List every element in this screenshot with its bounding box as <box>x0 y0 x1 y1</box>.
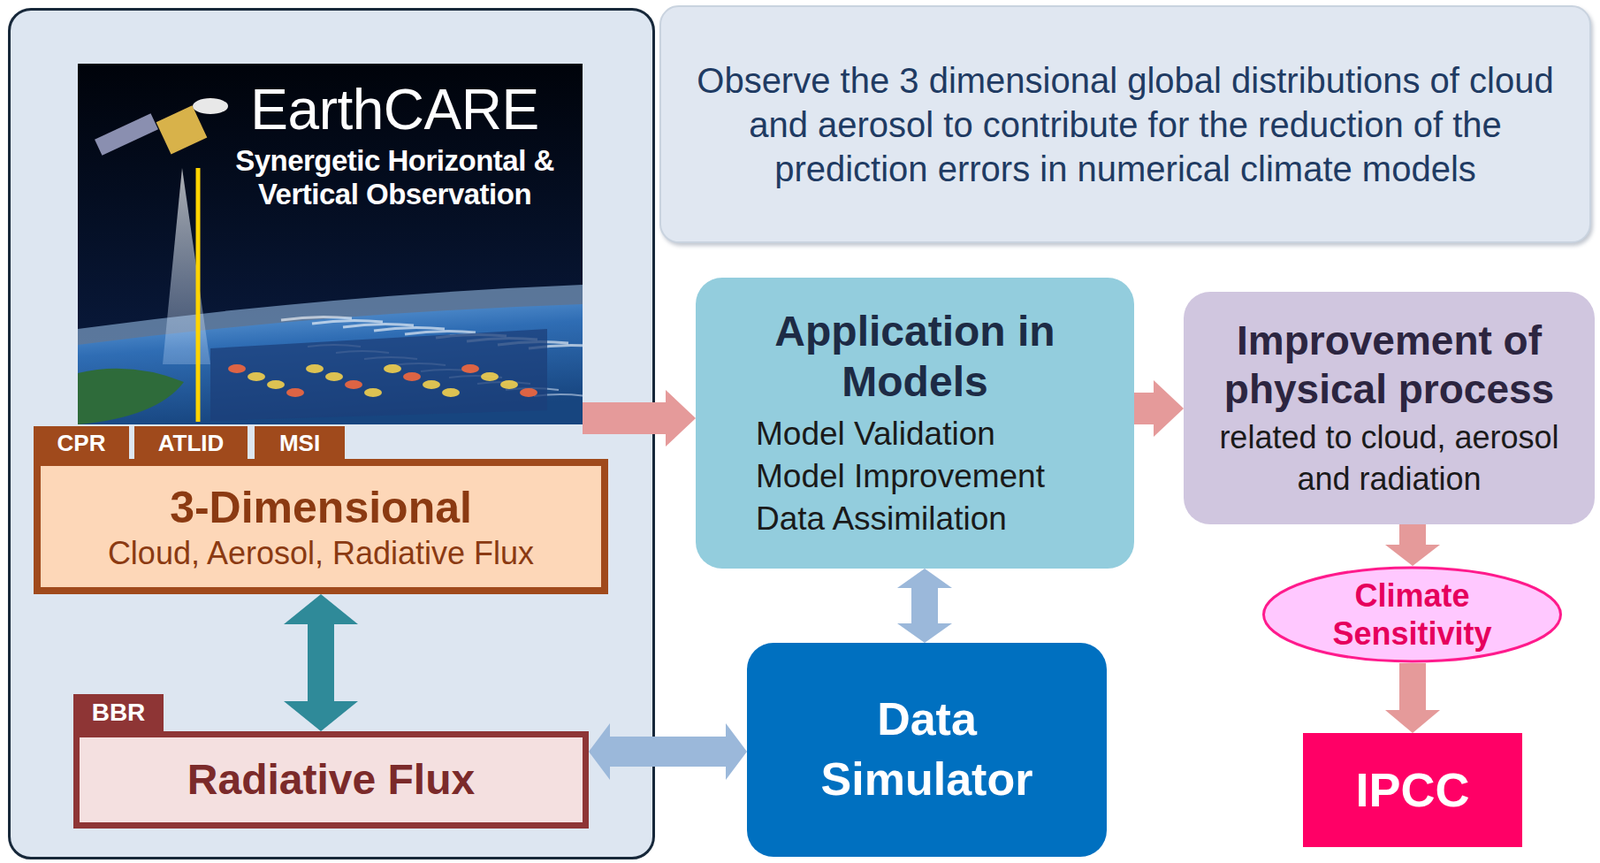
text-holder: ATLID <box>134 426 248 461</box>
box-heading: Application in Models <box>709 305 1120 408</box>
echo-patch <box>364 388 382 397</box>
echo-patch <box>344 380 363 389</box>
space-ground <box>77 63 583 425</box>
arrow-connector <box>609 736 726 767</box>
echo-patch <box>519 388 538 397</box>
arrow-connector <box>1399 524 1426 545</box>
box-heading: Data Simulator <box>777 689 1078 809</box>
text-holder: MSI <box>254 426 345 461</box>
tab-label: BBR <box>75 697 162 728</box>
text-holder: Application in ModelsModel ValidationMod… <box>695 277 1135 569</box>
objective-box: Observe the 3 dimensional global distrib… <box>659 5 1592 244</box>
box-item: Data Assimilation <box>709 497 1120 541</box>
instrument-tab: MSI <box>254 426 345 461</box>
arrow-connector <box>582 402 666 435</box>
echo-patch <box>480 372 499 381</box>
lidar-beam <box>196 167 201 422</box>
arrow-connector <box>1399 662 1426 710</box>
curtain-section <box>210 328 548 421</box>
box-body: Cloud, Aerosol, Radiative Flux <box>47 533 595 572</box>
text-holder: Observe the 3 dimensional global distrib… <box>661 7 1590 242</box>
earth-surface <box>77 304 583 425</box>
satellite-body <box>156 105 208 154</box>
text-holder: 3-DimensionalCloud, Aerosol, Radiative F… <box>40 465 602 587</box>
atmosphere-band <box>77 284 583 425</box>
instrument-tab: ATLID <box>134 426 248 461</box>
box-item: Model Improvement <box>709 455 1120 498</box>
product-box: Radiative Flux <box>73 731 589 829</box>
tab-label: CPR <box>35 429 128 458</box>
echo-patch <box>461 364 480 374</box>
echo-patch <box>422 380 441 389</box>
mission-name: EarthCARE <box>210 76 580 145</box>
echo-patch <box>441 388 460 397</box>
objective-text: Observe the 3 dimensional global distrib… <box>677 58 1574 191</box>
echo-patch <box>325 372 343 381</box>
process-box: Application in ModelsModel ValidationMod… <box>695 277 1135 569</box>
solar-panel <box>94 113 159 156</box>
box-body: related to cloud, aerosol and radiation <box>1196 417 1583 501</box>
process-box: Data Simulator <box>746 642 1107 857</box>
text-holder: Climate Sensitivity <box>1261 565 1563 663</box>
satellite-illustration: EarthCARESynergetic Horizontal & Vertica… <box>77 63 583 425</box>
text-holder: CPR <box>33 426 130 461</box>
echo-patch <box>266 380 285 389</box>
box-heading: Improvement of physical process <box>1196 316 1583 414</box>
echo-patch <box>305 364 324 374</box>
echo-patch <box>286 388 305 397</box>
radar-beam <box>162 167 211 365</box>
land-mass <box>77 368 184 425</box>
text-holder: IPCC <box>1302 732 1523 847</box>
box-heading: Radiative Flux <box>86 754 576 806</box>
box-heading: 3-Dimensional <box>47 480 595 534</box>
process-box: Improvement of physical processrelated t… <box>1183 291 1595 525</box>
radar-dish <box>192 98 229 115</box>
arrow-connector <box>911 587 938 624</box>
instrument-tab: BBR <box>73 693 164 732</box>
tab-label: MSI <box>256 429 343 458</box>
text-holder: Improvement of physical processrelated t… <box>1183 291 1595 525</box>
box-heading: IPCC <box>1310 761 1516 819</box>
text-holder: BBR <box>73 693 164 732</box>
echo-patch <box>247 372 266 381</box>
echo-patch <box>500 380 519 389</box>
mission-subtitle: Synergetic Horizontal & Vertical Observa… <box>210 144 580 212</box>
text-holder: EarthCARESynergetic Horizontal & Vertica… <box>210 76 580 212</box>
product-box: 3-DimensionalCloud, Aerosol, Radiative F… <box>33 458 609 595</box>
result-ellipse: Climate Sensitivity <box>1261 565 1563 663</box>
arrow-connector <box>1134 392 1154 425</box>
ellipse-label: Climate Sensitivity <box>1302 576 1524 653</box>
ellipse-shape <box>1264 567 1562 662</box>
echo-patch <box>228 364 246 374</box>
box-item: Model Validation <box>709 412 1120 456</box>
text-holder: Radiative Flux <box>79 737 583 823</box>
tab-label: ATLID <box>136 429 246 458</box>
instrument-tab: CPR <box>33 426 130 461</box>
target-box: IPCC <box>1302 732 1523 847</box>
arrow-connector <box>307 624 335 701</box>
echo-patch <box>403 372 421 381</box>
text-holder: Data Simulator <box>746 642 1107 857</box>
echo-patch <box>383 364 402 374</box>
